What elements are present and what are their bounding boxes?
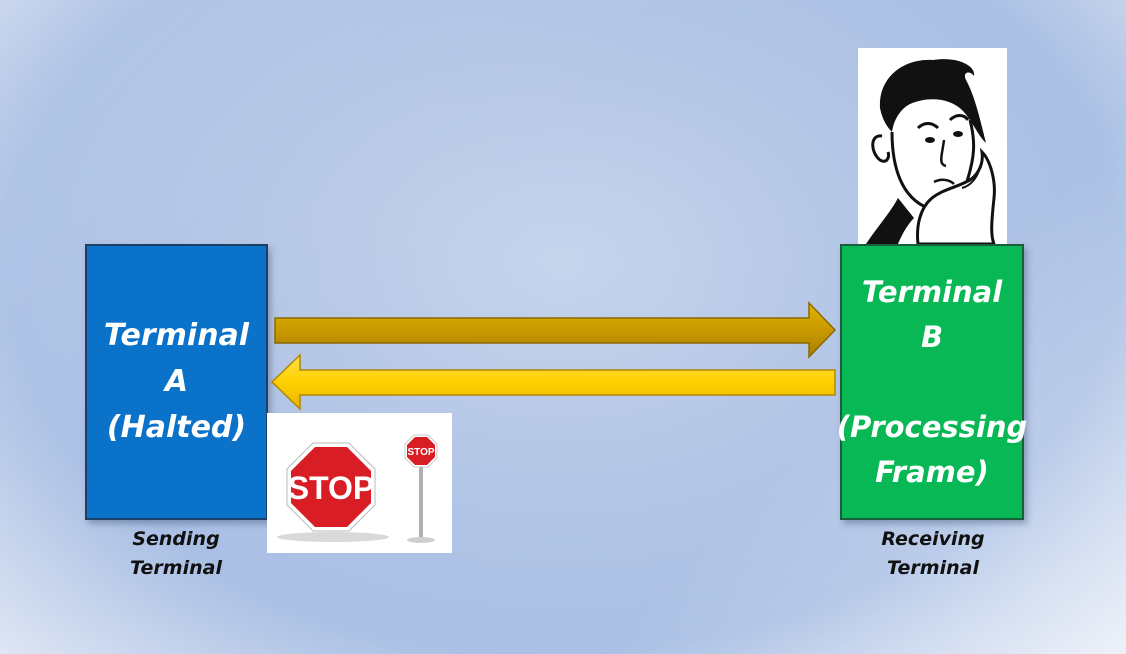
sending-terminal-caption: Sending Terminal — [100, 525, 252, 583]
terminal-a-box: Terminal A (Halted) — [85, 244, 268, 520]
terminal-a-title: Terminal — [103, 318, 250, 353]
caption-a-line2: Terminal — [130, 557, 222, 579]
arrow-left-to-a — [270, 353, 836, 411]
caption-b-line2: Terminal — [887, 557, 979, 579]
stop-sign-icon: STOP STOP — [277, 434, 438, 543]
thinking-face-icon — [866, 59, 996, 244]
terminal-b-letter: B — [920, 319, 944, 354]
stop-sign-image: STOP STOP — [267, 413, 452, 553]
terminal-a-letter: A — [164, 364, 189, 399]
thinking-man-image — [858, 48, 1007, 244]
terminal-b-title: Terminal — [861, 274, 1003, 309]
stop-big-text: STOP — [288, 470, 375, 506]
stop-small-text: STOP — [407, 447, 434, 458]
receiving-terminal-caption: Receiving Terminal — [850, 525, 1016, 583]
arrow-right-to-b — [274, 301, 837, 359]
terminal-b-status-line2: Frame) — [875, 454, 989, 489]
caption-a-line1: Sending — [132, 528, 220, 550]
terminal-b-box: Terminal B (Processing Frame) — [837, 244, 1027, 520]
terminal-a-status: (Halted) — [106, 410, 247, 445]
caption-b-line1: Receiving — [881, 528, 985, 550]
terminal-b-status-line1: (Processing — [836, 409, 1028, 444]
